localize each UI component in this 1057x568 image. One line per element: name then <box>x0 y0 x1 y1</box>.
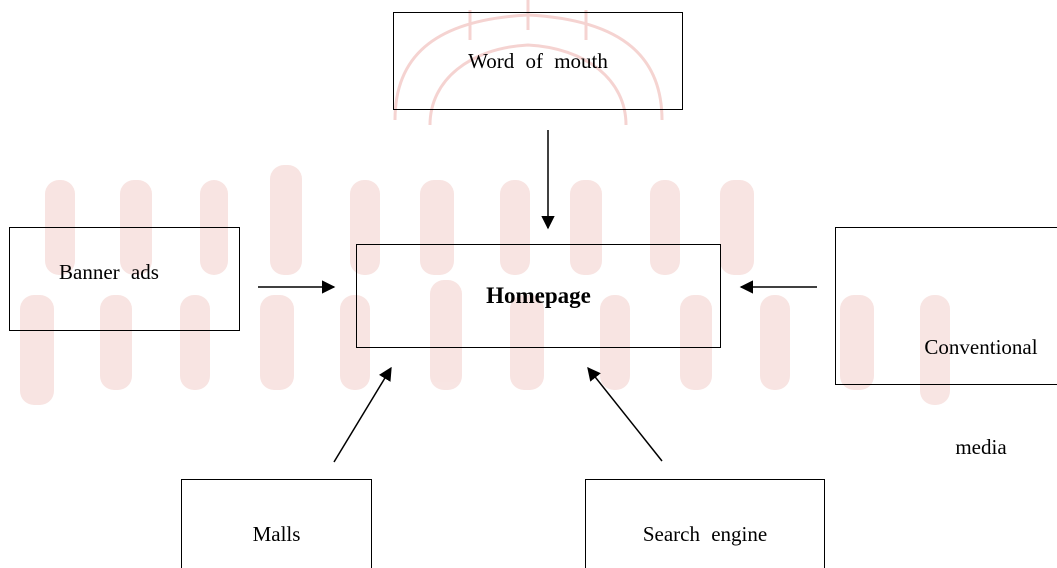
conventional-media-label: Conventional media <box>871 274 1037 474</box>
homepage-box: Homepage <box>356 244 721 348</box>
word-of-mouth-box: Word of mouth <box>393 12 683 110</box>
search-engine-label: Search engine <box>642 521 768 546</box>
banner-ads-label: Banner ads <box>59 260 159 284</box>
arrow-malls-to-homepage <box>333 366 392 463</box>
malls-box: Malls <box>181 479 372 568</box>
malls-label: Malls <box>252 521 301 546</box>
word-of-mouth-label: Word of mouth <box>468 48 608 73</box>
conventional-media-box: Conventional media <box>835 227 1057 459</box>
arrow-search-engine-to-homepage <box>587 366 663 462</box>
banner-ads-box: Banner ads <box>9 227 240 331</box>
conventional-media-label-line-1: Conventional <box>924 335 1038 359</box>
conventional-media-label-line-2: media <box>955 435 1007 459</box>
homepage-label: Homepage <box>486 283 591 308</box>
search-engine-box: Search engine <box>585 479 825 568</box>
